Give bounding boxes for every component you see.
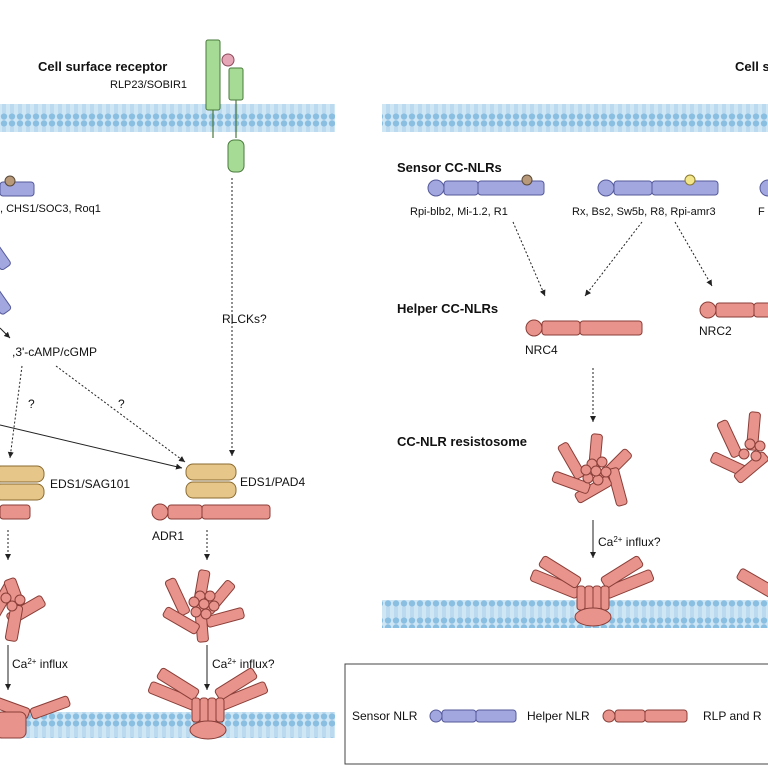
sensor-nlr-2 — [597, 174, 719, 197]
membrane-top-right — [382, 104, 768, 132]
question-2: ? — [118, 397, 125, 411]
membrane-pore-left — [0, 695, 71, 739]
sensor-group-2: Rx, Bs2, Sw5b, R8, Rpi-amr3 — [572, 206, 716, 218]
tir-oligomer-fragment — [0, 239, 12, 315]
ca-influx-right: Ca2+ influx? — [598, 535, 661, 549]
rlcks-label: RLCKs? — [222, 312, 267, 326]
rlp23-sobir1-receptor — [205, 39, 245, 173]
eds1-pad4-complex — [185, 463, 237, 499]
resistosome-nrc4 — [551, 433, 632, 507]
helper-nlr-left — [0, 504, 31, 520]
membrane-pore-far-right-partial — [736, 568, 768, 600]
legend-box — [344, 663, 768, 765]
tir-sensor-nlr — [0, 175, 35, 197]
legend-helper-icon — [602, 709, 688, 723]
legend-sensor-icon — [429, 709, 517, 723]
legend-sensor-label: Sensor NLR — [352, 709, 418, 723]
sensor-nlr-1 — [427, 174, 545, 197]
membrane-pore-center — [147, 667, 269, 740]
legend-helper-label: Helper NLR — [527, 709, 590, 723]
right-cut-title: Cell s — [735, 59, 768, 74]
nrc2-label: NRC2 — [699, 324, 732, 338]
eds1-pad4-label: EDS1/PAD4 — [240, 475, 305, 489]
nrc4-helper-nlr — [525, 319, 643, 337]
ca-influx-center: Ca2+ influx? — [212, 657, 275, 671]
adr1-label: ADR1 — [152, 529, 184, 543]
membrane-top-left — [0, 104, 335, 132]
eds1-sag101-complex — [0, 465, 45, 501]
resistosome-nrc2-partial — [710, 411, 768, 484]
sensor-nlr-3-partial — [759, 179, 768, 197]
membrane-bottom-right — [382, 600, 768, 628]
adr1-helper-nlr — [151, 503, 271, 521]
sensor-group-3: F — [758, 206, 765, 218]
resistosome-left-partial — [0, 577, 46, 642]
resistosome-adr1 — [162, 569, 245, 643]
nrc4-label: NRC4 — [525, 343, 558, 357]
receptor-name: RLP23/SOBIR1 — [110, 79, 187, 91]
membrane-bottom-left — [0, 712, 335, 738]
membrane-pore-right — [529, 555, 655, 627]
sensor-group-1: Rpi-blb2, Mi-1.2, R1 — [410, 206, 508, 218]
question-1: ? — [28, 397, 35, 411]
receptor-title: Cell surface receptor — [38, 59, 167, 74]
helper-cc-nlrs-title: Helper CC-NLRs — [397, 301, 498, 316]
resistosome-title: CC-NLR resistosome — [397, 434, 527, 449]
eds1-sag101-label: EDS1/SAG101 — [50, 477, 130, 491]
nrc2-helper-nlr — [699, 301, 768, 319]
camp-label: ,3'-cAMP/cGMP — [12, 345, 97, 359]
ca-influx-left: Ca2+ influx — [12, 657, 68, 671]
tir-sensor-names: , CHS1/SOC3, Roq1 — [0, 203, 101, 215]
legend-rlp-label: RLP and R — [703, 709, 762, 723]
sensor-cc-nlrs-title: Sensor CC-NLRs — [397, 160, 502, 175]
